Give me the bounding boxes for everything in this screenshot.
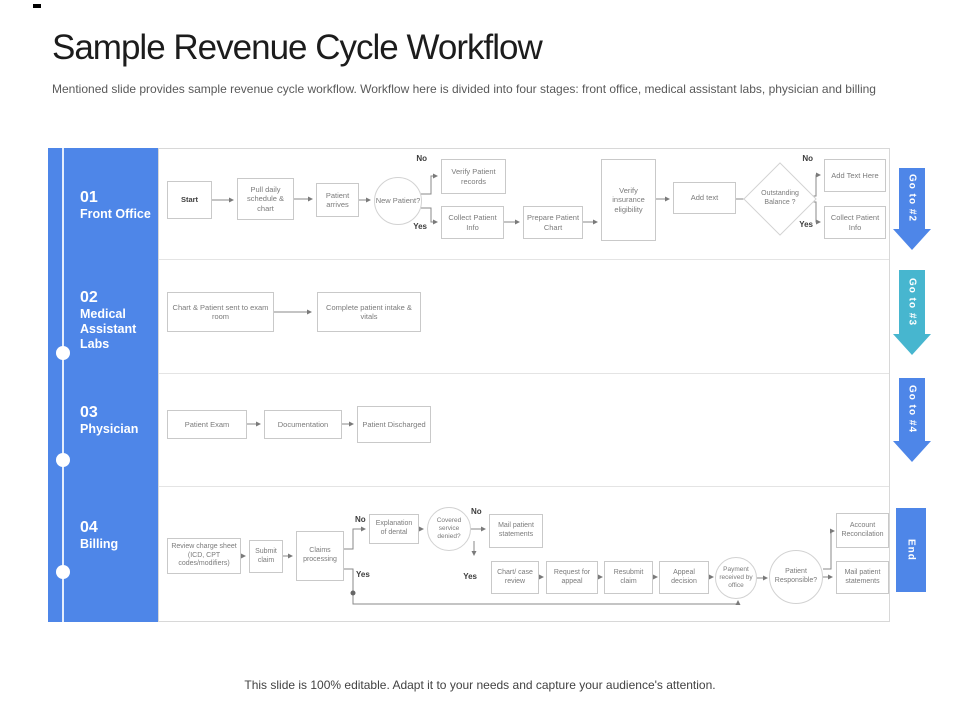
flow-node-documentation: Documentation [264,410,342,439]
flow-node-chart-patient-exam-room: Chart & Patient sent to exam room [167,292,274,332]
flow-node-verify-insurance-eligibility: Verify insurance eligibility [601,159,656,241]
row-divider [159,259,889,260]
flow-node-account-reconcilation: Account Reconcilation [836,513,889,548]
flow-node-add-text: Add text [673,182,736,214]
flow-node-request-for-appeal: Request for appeal [546,561,598,594]
row-divider [159,373,889,374]
connector-lines [212,172,835,605]
flow-node-explanation-of-dental: Explanation of dental [369,514,419,544]
stage-name: Billing [80,537,119,552]
flow-node-claims-processing: Claims processing [296,531,344,581]
label-yes: Yes [413,222,427,231]
page-subtitle: Mentioned slide provides sample revenue … [52,82,876,96]
flow-node-patient-arrives: Patient arrives [316,183,359,217]
label-yes: Yes [356,570,370,579]
flow-node-submit-claim: Submit claim [249,540,283,573]
stage-label-physician: 03 Physician [80,403,156,437]
end-block: End [896,508,926,592]
flow-node-payment-received-by-office: Payment received by office [715,557,757,599]
stage-panel: 01 Front Office 02 Medical Assistant Lab… [48,148,158,696]
label-yes: Yes [799,220,813,229]
label-yes: Yes [463,572,477,581]
stage-number: 04 [80,519,98,536]
stage-label-medical-assistant-labs: 02 Medical Assistant Labs [80,288,156,352]
stage-dot-2 [56,453,70,467]
goto-3-arrow[interactable]: Go to #3 [893,270,931,355]
flow-node-pull-daily-schedule: Pull daily schedule & chart [237,178,294,220]
flow-node-resubmit-claim: Resubmit claim [604,561,653,594]
flow-decision-new-patient: New Patient? [374,177,422,225]
flow-node-prepare-patient-chart: Prepare Patient Chart [523,206,583,239]
stage-dot-4 [56,682,70,696]
flow-node-mail-patient-statements-2: Mail patient statements [836,561,889,594]
goto-4-arrow[interactable]: Go to #4 [893,378,931,462]
page-title: Sample Revenue Cycle Workflow [52,28,543,67]
arrow-head-icon [893,334,931,355]
flow-decision-covered-service-denied: Covered service denied? [427,507,471,551]
flow-decision-patient-responsible: Patient Responsible? [769,550,823,604]
flow-node-appeal-decision: Appeal decision [659,561,709,594]
flow-node-add-text-here: Add Text Here [824,159,886,192]
row-divider [159,486,889,487]
goto-3-label: Go to #3 [906,277,918,326]
flow-node-complete-patient-intake: Complete patient intake & vitals [317,292,421,332]
arrow-head-icon [893,229,931,250]
corner-dash [33,4,41,8]
stage-name: Front Office [80,207,151,222]
flow-node-collect-patient-info: Collect Patient Info [441,206,504,239]
flow-node-mail-patient-statements: Mail patient statements [489,514,543,548]
flow-decision-outstanding-balance: Outstanding Balance ? [761,190,799,206]
stage-label-front-office: 01 Front Office [80,188,156,222]
goto-2-label: Go to #2 [906,174,918,223]
stage-dot-3 [56,565,70,579]
flow-node-chart-case-review: Chart/ case review [491,561,539,594]
stage-dot-1 [56,346,70,360]
flowchart-area: Start Pull daily schedule & chart Patien… [158,148,890,622]
label-no: No [416,154,427,163]
flow-node-patient-exam: Patient Exam [167,410,247,439]
flow-node-collect-patient-info-2: Collect Patient Info [824,206,886,239]
stage-label-billing: 04 Billing [80,518,156,552]
flow-node-patient-discharged: Patient Discharged [357,406,431,443]
flow-node-start: Start [167,181,212,219]
arrow-head-icon [893,441,931,462]
flow-node-review-charge-sheet: Review charge sheet (ICD, CPT codes/modi… [167,538,241,574]
flow-node-verify-patient-records: Verify Patient records [441,159,506,194]
goto-4-label: Go to #4 [906,385,918,434]
stage-timeline [62,148,64,622]
label-no: No [802,154,813,163]
end-label: End [905,539,917,561]
stage-name: Physician [80,422,139,437]
goto-2-arrow[interactable]: Go to #2 [893,168,931,250]
stage-number: 03 [80,404,98,421]
label-no: No [471,507,482,516]
stage-number: 01 [80,189,98,206]
stage-number: 02 [80,289,98,306]
label-no: No [355,515,366,524]
stage-name: Medical Assistant Labs [80,307,137,352]
footer-note: This slide is 100% editable. Adapt it to… [244,678,716,692]
